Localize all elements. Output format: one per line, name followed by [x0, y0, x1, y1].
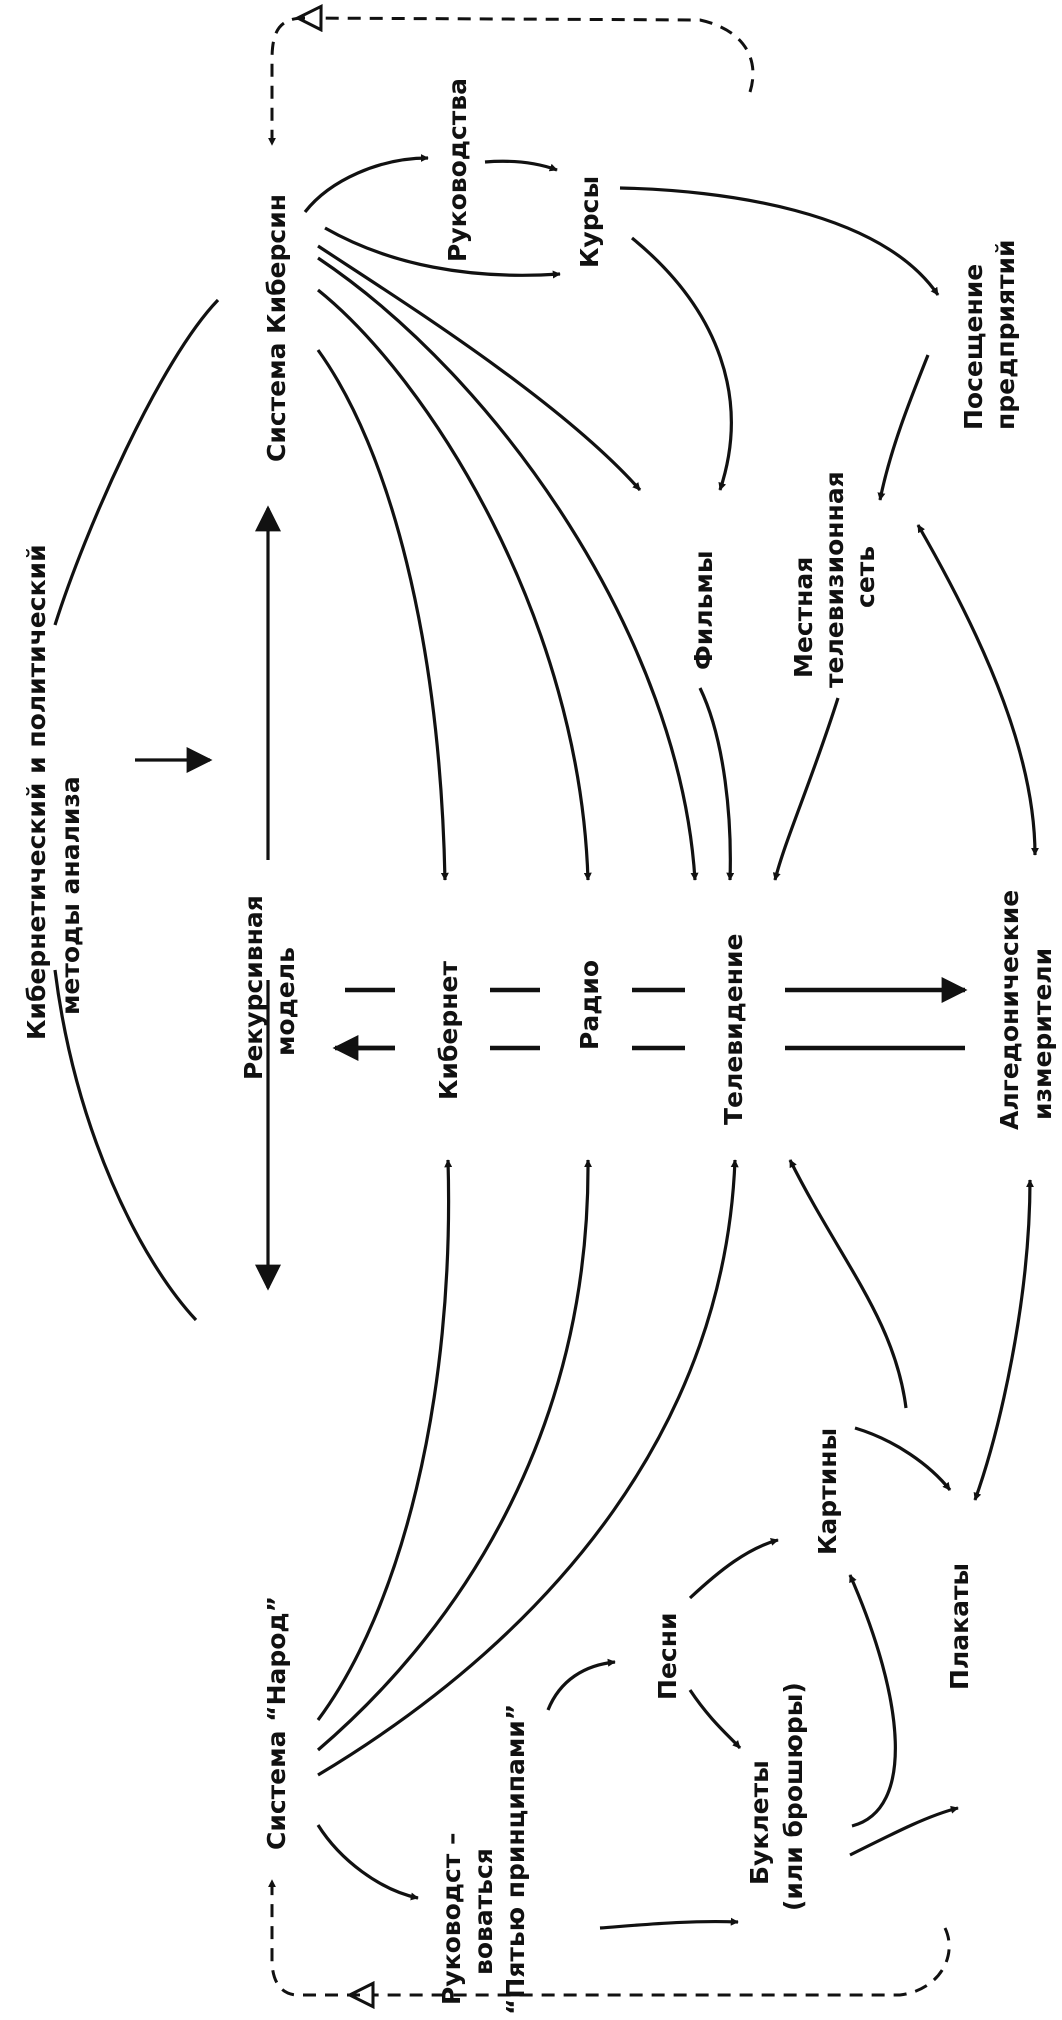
edge-narod-tv	[317, 1159, 739, 1777]
edge-narod-kibernet	[316, 1159, 453, 1721]
node-plakaty: Плакаты	[945, 1563, 974, 1690]
edge-cybersyn-kibernet	[316, 349, 449, 881]
edge-pyat-buklety	[599, 1917, 739, 1930]
edge-cybersyn-tv	[317, 256, 699, 881]
edge-cybersyn-filmy	[317, 244, 642, 492]
edge-kursy-poseshchenie	[619, 186, 940, 296]
edge-analysis-to-cybersyn	[53, 298, 220, 626]
edge-rukovodstva-kursy	[484, 159, 558, 172]
edge-narod-pyat	[316, 1824, 419, 1901]
edge-cybersyn-radio	[316, 288, 592, 881]
node-kartiny: Картины	[813, 1428, 842, 1555]
node-filmy: Фильмы	[689, 551, 718, 670]
edges	[53, 16, 1039, 1997]
edge-narod-radio	[316, 1159, 593, 1752]
node-kursy: Курсы	[575, 176, 604, 268]
node-buklety: Буклеты (или брошюры)	[745, 1682, 808, 1911]
edge-pesni-buklety	[688, 1689, 742, 1750]
node-algedonic: Алгедонические измерители	[995, 881, 1057, 1130]
edge-dashed-bottom-loop	[352, 1927, 951, 1995]
edge-pesni-kartiny	[688, 1537, 779, 1600]
edge-kartiny-plakaty	[854, 1426, 952, 1491]
node-labels: Кибернетический и политический методы ан…	[22, 78, 1057, 2015]
edge-analysis-to-narod	[53, 969, 198, 1322]
edge-dashed-top-down	[268, 16, 306, 146]
edge-filmy-tv	[698, 687, 735, 881]
node-kibernet: Кибернет	[434, 961, 463, 1100]
edge-pyat-pesni	[546, 1658, 616, 1711]
edge-buklety-kartiny	[848, 1574, 897, 1828]
node-narod: Система “Народ”	[262, 1596, 291, 1850]
node-analysis-methods: Кибернетический и политический методы ан…	[22, 536, 85, 1040]
edge-dashed-bottom-up	[268, 1879, 360, 1997]
node-televidenie: Телевидение	[719, 933, 748, 1125]
node-recursive-model: Рекурсивная модель	[239, 886, 300, 1080]
node-pyat-principov: Руководст – воваться “Пятью принципами”	[437, 1704, 530, 2015]
node-cybersyn: Система Киберсин	[262, 194, 291, 462]
edge-buklety-plakaty	[849, 1805, 959, 1857]
node-radio: Радио	[575, 960, 604, 1050]
edge-kursy-filmy	[630, 236, 733, 491]
edge-kartiny-tv	[788, 1159, 908, 1409]
edge-poseshchenie-mestnaya	[877, 354, 930, 501]
edge-mestnaya-tv	[772, 697, 840, 881]
node-rukovodstva: Руководства	[443, 78, 472, 262]
edge-algedonic-plakaty	[973, 1179, 1034, 1501]
edge-cybersyn-kursy	[324, 226, 561, 279]
node-poseshchenie: Посещение предприятий	[959, 239, 1020, 430]
edge-mestnaya-algedonic	[916, 524, 1039, 856]
edge-dashed-top-loop	[300, 18, 755, 93]
node-pesni: Песни	[653, 1613, 682, 1701]
edge-cybersyn-rukovodstva	[303, 154, 429, 213]
node-mestnaya-tv: Местная телевизионная сеть	[789, 463, 880, 688]
